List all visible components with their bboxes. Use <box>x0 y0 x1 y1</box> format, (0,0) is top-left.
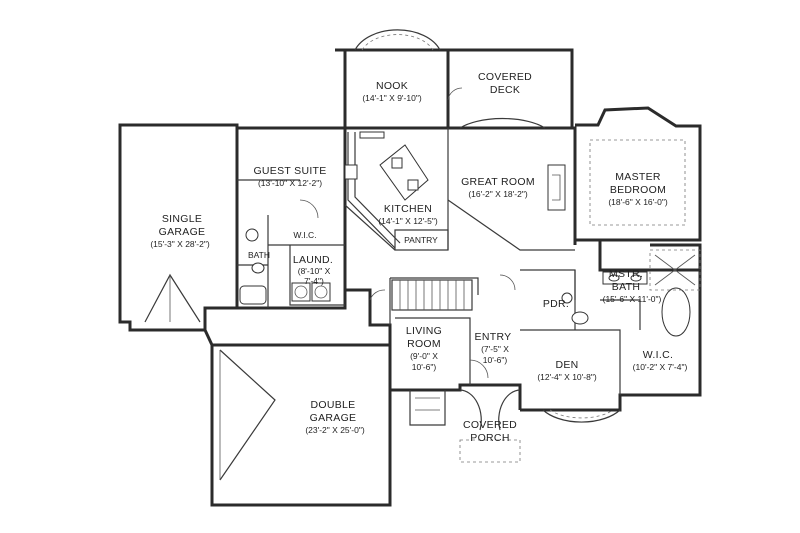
master-bath-sinks <box>602 271 648 285</box>
den-label: DEN <box>555 359 578 371</box>
double-garage-dimensions: (23'-2" X 25'-0") <box>305 425 365 435</box>
master-bath-tub <box>649 249 701 337</box>
guest-suite-dimensions: (13'-10" X 12'-2") <box>258 178 322 188</box>
single-garage-door-swing <box>144 273 201 323</box>
single-garage-label-1: SINGLE <box>162 213 202 225</box>
covered-deck-label-1: COVERED <box>478 71 532 83</box>
powder-room-label: PDR. <box>543 298 569 310</box>
single-garage-dimensions: (15'-3" X 28'-2") <box>150 239 210 249</box>
kitchen-dimensions: (14'-1" X 12'-5") <box>378 216 438 226</box>
double-garage-door-swing <box>219 349 276 481</box>
entry-dimensions-1: (7'-5" X <box>481 344 509 354</box>
living-room-dimensions-1: (9'-0" X <box>410 351 438 361</box>
pantry-label: PANTRY <box>404 235 438 245</box>
kitchen-label: KITCHEN <box>384 203 432 215</box>
rear-deck-arcs <box>354 29 546 129</box>
living-room-label-2: ROOM <box>407 338 441 350</box>
master-bath-label-2: BATH <box>612 281 640 293</box>
pdr-fixtures <box>561 292 589 325</box>
guest-wic-label: W.I.C. <box>293 230 316 240</box>
double-garage-label-2: GARAGE <box>310 412 357 424</box>
entry-dimensions-2: 10'-6") <box>483 355 508 365</box>
master-bath-label-1: MSTR. <box>609 268 643 280</box>
laundry-dimensions-2: 7'-4") <box>304 276 324 286</box>
guest-bath-label: BATH <box>248 250 270 260</box>
laundry-dimensions-1: (8'-10" X <box>298 266 331 276</box>
stairs <box>391 279 473 311</box>
door-swings <box>299 87 516 379</box>
guest-suite-label: GUEST SUITE <box>253 165 326 177</box>
master-bath-dimensions: (15'-6" X 11'-0") <box>603 294 662 304</box>
nook-label: NOOK <box>376 80 408 92</box>
kitchen-island <box>379 144 429 201</box>
living-room-dimensions-2: 10'-6") <box>412 362 437 372</box>
covered-deck-label-2: DECK <box>490 84 520 96</box>
den-dimensions: (12'-4" X 10'-8") <box>537 372 597 382</box>
covered-porch-label-1: COVERED <box>463 419 517 431</box>
exterior-walls <box>118 48 702 507</box>
great-room-dimensions: (16'-2" X 18'-2") <box>468 189 528 199</box>
kitchen-counter <box>344 131 401 249</box>
master-wic-dimensions: (10'-2" X 7'-4") <box>633 362 688 372</box>
laundry-label: LAUND. <box>293 254 333 266</box>
master-bedroom-dimensions: (18'-6" X 16'-0") <box>608 197 668 207</box>
porch-and-den-arcs <box>409 389 621 463</box>
nook-dimensions: (14'-1" X 9'-10") <box>362 93 422 103</box>
room-labels: NOOK (14'-1" X 9'-10") COVERED DECK GUES… <box>150 71 687 444</box>
living-room-label-1: LIVING <box>406 325 442 337</box>
great-room-label: GREAT ROOM <box>461 176 535 188</box>
interior-walls <box>237 128 641 395</box>
fireplace <box>547 164 566 211</box>
master-wic-label: W.I.C. <box>643 349 673 361</box>
entry-label: ENTRY <box>475 331 512 343</box>
laundry-machines <box>291 282 331 302</box>
master-bedroom-label-2: BEDROOM <box>610 184 666 196</box>
single-garage-label-2: GARAGE <box>159 226 206 238</box>
double-garage-label-1: DOUBLE <box>311 399 356 411</box>
master-bedroom-label-1: MASTER <box>615 171 661 183</box>
guest-bath-fixtures <box>239 228 267 305</box>
covered-porch-label-2: PORCH <box>470 432 509 444</box>
